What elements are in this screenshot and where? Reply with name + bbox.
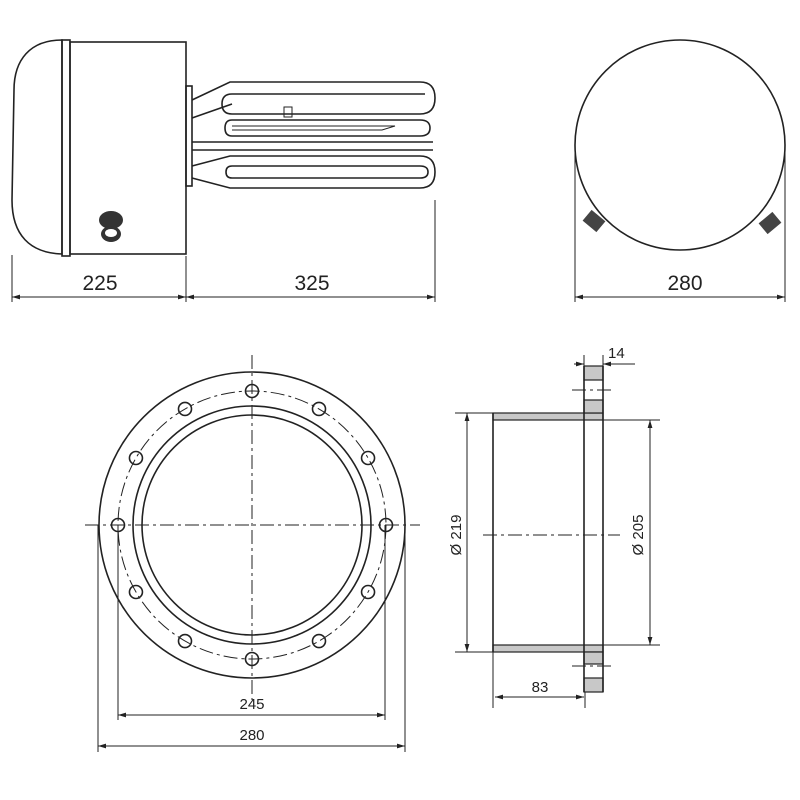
cable-gland-icon — [99, 211, 123, 242]
terminal-cover-dome — [11, 39, 63, 255]
flange-bottom-upper — [583, 651, 604, 665]
flange-front-view: 245 280 — [85, 355, 420, 752]
bolt-hole — [360, 450, 376, 466]
heating-elements — [191, 81, 436, 189]
bolt-hole — [360, 584, 376, 600]
bolt-hole — [177, 633, 193, 649]
dim-bolt-circle: 245 — [239, 696, 264, 713]
dim-section-length: 83 — [532, 679, 549, 696]
bolt-hole — [128, 584, 144, 600]
bolt-hole — [311, 633, 327, 649]
dim-end-diameter: 280 — [667, 272, 702, 295]
heater-end-view: 280 — [574, 39, 786, 302]
bolt-hole — [378, 517, 394, 533]
flange-section-view: 14 Ø 219 Ø 205 83 — [448, 345, 660, 708]
head-housing — [69, 41, 187, 255]
pipe-wall-bottom — [492, 644, 604, 653]
dim-outer-diameter: Ø 219 — [448, 515, 465, 556]
dim-head-length: 225 — [82, 272, 117, 295]
cover-band — [61, 39, 71, 257]
pipe-wall-top — [492, 412, 604, 421]
bolt-hole — [311, 401, 327, 417]
bolt-hole — [244, 651, 260, 667]
flange-top-lower — [583, 399, 604, 414]
cable-gland-left-icon — [582, 209, 606, 233]
cable-gland-right-icon — [758, 211, 782, 235]
housing-outline — [574, 39, 786, 251]
dim-inner-diameter: Ø 205 — [630, 515, 647, 556]
dim-flange-outer: 280 — [239, 727, 264, 744]
heater-side-view: 225 325 — [11, 39, 436, 302]
bolt-hole — [244, 383, 260, 399]
bolt-hole — [128, 450, 144, 466]
flange-top-upper — [583, 365, 604, 381]
flange-bottom-lower — [583, 677, 604, 693]
side-view-dimensions: 225 325 — [11, 200, 436, 302]
bolt-hole — [177, 401, 193, 417]
dim-flange-thickness: 14 — [608, 345, 625, 362]
dim-element-length: 325 — [294, 272, 329, 295]
flange-plate — [185, 85, 193, 187]
